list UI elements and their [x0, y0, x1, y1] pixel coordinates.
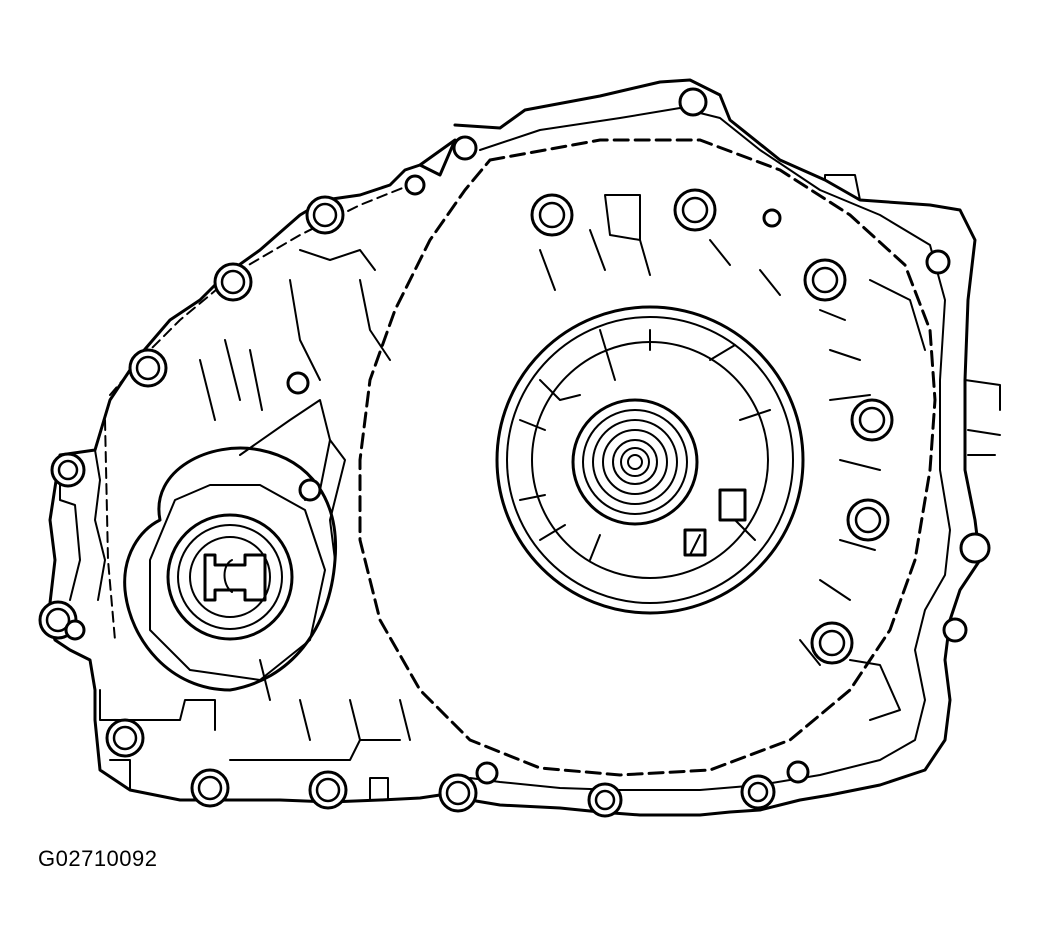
bolt — [305, 195, 345, 235]
housing-outline — [46, 78, 1001, 817]
dowel-hole — [286, 371, 310, 395]
bolt — [740, 774, 776, 810]
dowel-holes — [64, 87, 991, 785]
bolt — [438, 773, 478, 813]
left-dashed-outline-2 — [104, 419, 116, 641]
bolt — [50, 452, 86, 488]
figure-id-label: G02710092 — [38, 846, 158, 871]
bolt — [190, 768, 230, 808]
dowel-hole — [925, 249, 951, 275]
differential-housing — [123, 399, 346, 692]
dowel-hole — [678, 87, 708, 117]
main-shaft-assembly — [495, 305, 805, 615]
dowel-hole — [959, 532, 991, 564]
bolts — [38, 188, 894, 818]
bolt — [850, 398, 894, 442]
dowel-hole — [762, 208, 782, 228]
bolt — [673, 188, 717, 232]
bolt — [128, 348, 168, 388]
dowel-hole — [298, 478, 322, 502]
dowel-hole — [404, 174, 426, 196]
bolt — [810, 621, 854, 665]
dowel-hole — [942, 617, 968, 643]
gasket-dashed-line — [358, 138, 937, 777]
dowel-hole — [475, 761, 499, 785]
bolt — [803, 258, 847, 302]
bolt — [105, 718, 145, 758]
bolt — [213, 262, 253, 302]
dowel-hole — [64, 619, 86, 641]
bolt — [587, 782, 623, 818]
bolt — [846, 498, 890, 542]
bolt — [308, 770, 348, 810]
dowel-hole — [786, 760, 810, 784]
dowel-hole — [452, 135, 478, 161]
bolt — [530, 193, 574, 237]
